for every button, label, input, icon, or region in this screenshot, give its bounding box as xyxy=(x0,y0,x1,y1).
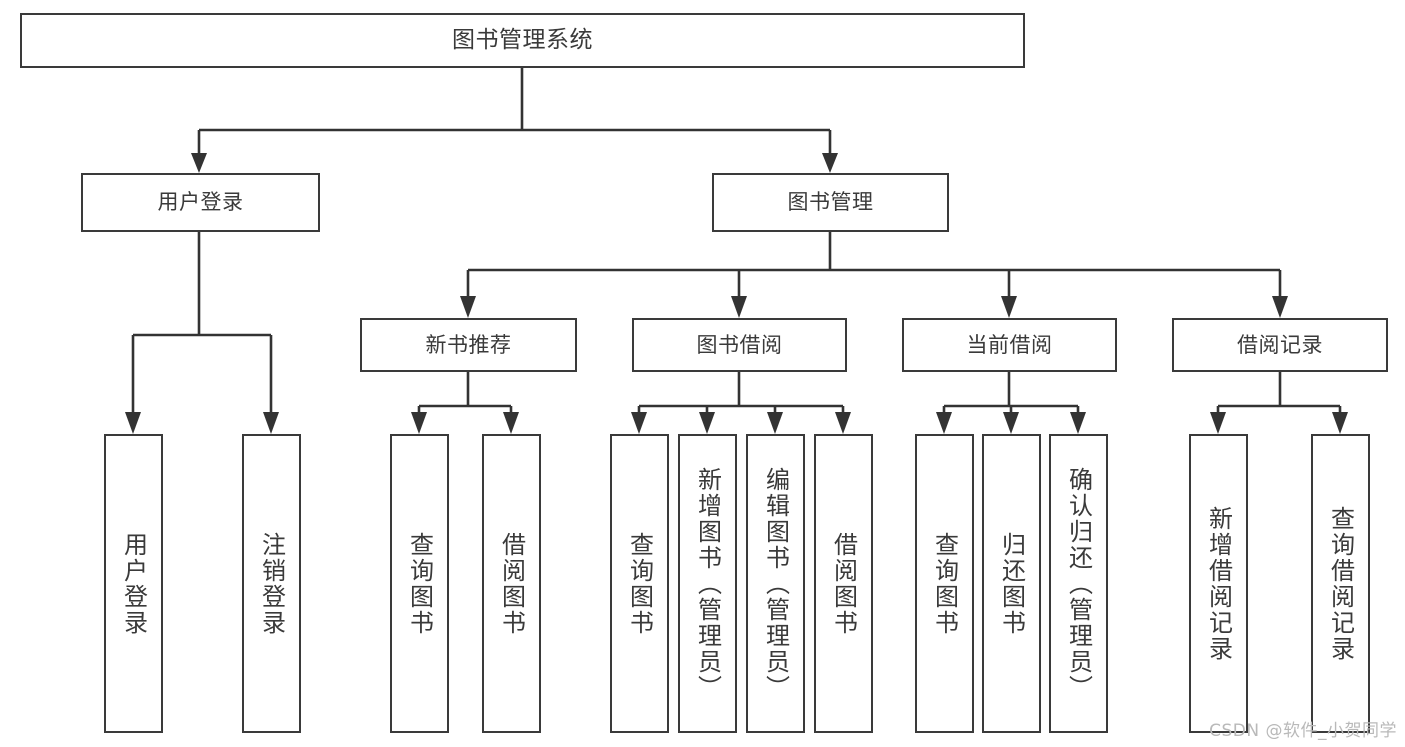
arrow-bookmgmt-c2 xyxy=(731,296,747,318)
arrow-borrow-l3 xyxy=(767,412,783,434)
leaf-record-add[interactable]: 新增借阅记录 xyxy=(1189,434,1248,733)
leaf-borrow-query-label: 查询图书 xyxy=(625,531,654,636)
leaf-borrow-borrow-book[interactable]: 借阅图书 xyxy=(814,434,873,733)
leaf-borrow-add-book-admin[interactable]: 新增图书（管理员） xyxy=(678,434,737,733)
leaf-borrow-edit-book-admin-label: 编辑图书（管理员） xyxy=(761,466,790,701)
arrow-newbook-l2 xyxy=(503,412,519,434)
leaf-borrow-edit-book-admin[interactable]: 编辑图书（管理员） xyxy=(746,434,805,733)
node-borrow-record-label: 借阅记录 xyxy=(1237,332,1323,357)
leaf-current-return-label: 归还图书 xyxy=(997,531,1026,636)
arrow-userlogin-l1 xyxy=(125,412,141,434)
arrow-borrow-l4 xyxy=(835,412,851,434)
arrow-current-l1 xyxy=(936,412,952,434)
leaf-user-login-signin[interactable]: 用户登录 xyxy=(104,434,163,733)
leaf-newbook-query-label: 查询图书 xyxy=(405,531,434,636)
node-book-borrow-label: 图书借阅 xyxy=(696,332,783,357)
node-new-book-recommend-label: 新书推荐 xyxy=(425,332,512,357)
node-root-system[interactable]: 图书管理系统 xyxy=(20,13,1025,68)
arrow-root-to-bookmgmt xyxy=(822,153,838,173)
node-user-login[interactable]: 用户登录 xyxy=(81,173,320,232)
leaf-user-login-signin-label: 用户登录 xyxy=(119,531,148,636)
arrow-bookmgmt-c3 xyxy=(1001,296,1017,318)
leaf-current-confirm-return-admin[interactable]: 确认归还（管理员） xyxy=(1049,434,1108,733)
arrow-borrow-l1 xyxy=(631,412,647,434)
leaf-current-query[interactable]: 查询图书 xyxy=(915,434,974,733)
leaf-newbook-query[interactable]: 查询图书 xyxy=(390,434,449,733)
arrow-current-l2 xyxy=(1003,412,1019,434)
leaf-record-query[interactable]: 查询借阅记录 xyxy=(1311,434,1370,733)
arrow-record-l2 xyxy=(1332,412,1348,434)
leaf-newbook-borrow-label: 借阅图书 xyxy=(497,531,526,636)
arrow-record-l1 xyxy=(1210,412,1226,434)
leaf-record-add-label: 新增借阅记录 xyxy=(1204,505,1233,662)
leaf-newbook-borrow[interactable]: 借阅图书 xyxy=(482,434,541,733)
leaf-user-login-signout-label: 注销登录 xyxy=(257,531,286,636)
node-book-borrow[interactable]: 图书借阅 xyxy=(632,318,847,372)
node-current-borrow[interactable]: 当前借阅 xyxy=(902,318,1117,372)
node-current-borrow-label: 当前借阅 xyxy=(966,332,1053,357)
leaf-record-query-label: 查询借阅记录 xyxy=(1326,505,1355,662)
arrow-userlogin-l2 xyxy=(263,412,279,434)
leaf-current-query-label: 查询图书 xyxy=(930,531,959,636)
node-new-book-recommend[interactable]: 新书推荐 xyxy=(360,318,577,372)
arrow-bookmgmt-c1 xyxy=(460,296,476,318)
arrow-current-l3 xyxy=(1070,412,1086,434)
arrow-newbook-l1 xyxy=(411,412,427,434)
leaf-borrow-borrow-book-label: 借阅图书 xyxy=(829,531,858,636)
csdn-watermark: CSDN @软件_小贺同学 xyxy=(1209,721,1397,741)
leaf-current-confirm-return-admin-label: 确认归还（管理员） xyxy=(1064,466,1093,701)
node-user-login-label: 用户登录 xyxy=(157,190,244,214)
node-book-management-label: 图书管理 xyxy=(787,190,874,214)
leaf-user-login-signout[interactable]: 注销登录 xyxy=(242,434,301,733)
node-borrow-record[interactable]: 借阅记录 xyxy=(1172,318,1388,372)
leaf-current-return[interactable]: 归还图书 xyxy=(982,434,1041,733)
node-book-management[interactable]: 图书管理 xyxy=(712,173,949,232)
node-root-label: 图书管理系统 xyxy=(452,27,593,53)
arrow-borrow-l2 xyxy=(699,412,715,434)
leaf-borrow-add-book-admin-label: 新增图书（管理员） xyxy=(693,466,722,701)
arrow-bookmgmt-c4 xyxy=(1272,296,1288,318)
arrow-root-to-userlogin xyxy=(191,153,207,173)
leaf-borrow-query[interactable]: 查询图书 xyxy=(610,434,669,733)
